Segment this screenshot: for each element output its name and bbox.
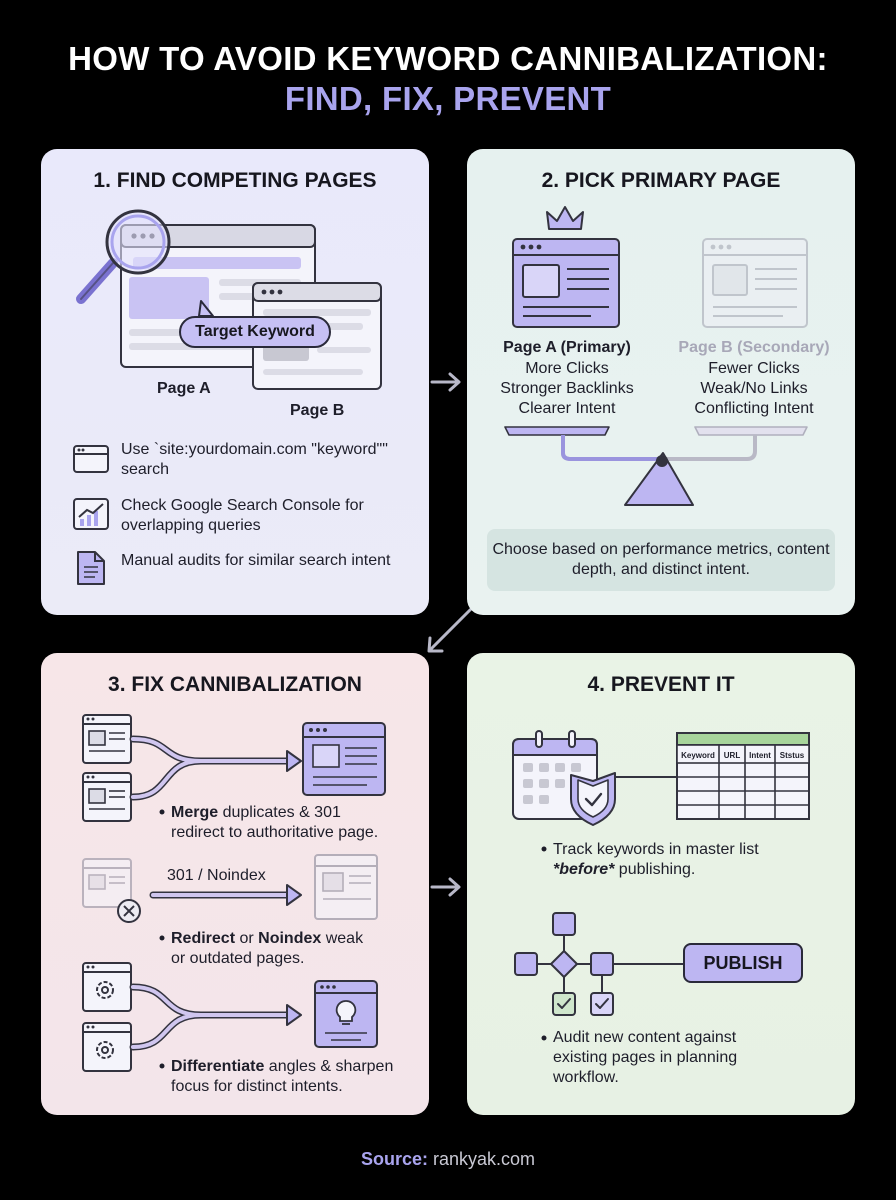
- target-keyword-bubble: Target Keyword: [179, 316, 331, 348]
- page-a-window-icon: [512, 238, 620, 328]
- redirect-connector: or: [235, 930, 259, 947]
- differentiate-step: Differentiate angles & sharpen focus for…: [171, 1057, 427, 1097]
- document-icon: [77, 551, 105, 585]
- audit-text: Audit new content against: [553, 1029, 737, 1046]
- main-title-line1: HOW TO AVOID KEYWORD CANNIBALIZATION:: [68, 40, 828, 77]
- secondary-trait: Conflicting Intent: [694, 400, 814, 417]
- competing-pages-illustration: [76, 209, 382, 390]
- differentiate-text: angles & sharpen: [264, 1058, 394, 1075]
- table-header-url: URL: [724, 751, 741, 760]
- differentiate-text-line2: focus for distinct intents.: [171, 1078, 343, 1095]
- duplicate-page-icon: [82, 714, 132, 764]
- chart-up-icon: [73, 498, 109, 530]
- merge-text-line2: redirect to authoritative page.: [171, 824, 379, 841]
- find-item-search-console: Check Google Search Console for overlapp…: [121, 497, 364, 534]
- redirect-text: weak: [321, 930, 364, 947]
- table-header-status: Ststus: [780, 751, 805, 760]
- merge-diagram: [82, 714, 386, 822]
- remove-icon: [117, 899, 141, 923]
- find-item-manual-audit: Manual audits for similar search intent: [121, 552, 391, 569]
- panel-fix-cannibalization: 3. FIX CANNIBALIZATION: [41, 653, 429, 1115]
- planning-workflow-diagram: [514, 912, 683, 1016]
- settings-page-icon: [82, 962, 132, 1012]
- primary-trait: Stronger Backlinks: [500, 380, 634, 397]
- differentiate-keyword: Differentiate: [171, 1058, 265, 1075]
- publish-button: PUBLISH: [683, 943, 803, 983]
- find-item-site-search: Use `site:yourdomain.com "keyword"" sear…: [121, 441, 388, 478]
- duplicate-page-icon: [82, 772, 132, 822]
- secondary-trait: Fewer Clicks: [708, 360, 800, 377]
- shield-check-icon: [570, 772, 616, 826]
- arrow-down-left-icon: [427, 608, 472, 653]
- merge-step: Merge duplicates & 301 redirect to autho…: [171, 803, 423, 843]
- source-value: rankyak.com: [427, 1149, 536, 1169]
- primary-page-illustration: [504, 206, 808, 506]
- crown-icon: [546, 206, 584, 230]
- page-a-label: Page A: [157, 380, 211, 397]
- table-header-intent: Intent: [749, 751, 771, 760]
- page-b-window-icon: [702, 238, 808, 328]
- redirect-step: Redirect or Noindex weak or outdated pag…: [171, 929, 423, 969]
- redirect-keyword: Redirect: [171, 930, 236, 947]
- settings-page-icon: [82, 1022, 132, 1072]
- panel-pick-primary-page: 2. PICK PRIMARY PAGE: [467, 149, 855, 615]
- primary-trait: More Clicks: [525, 360, 609, 377]
- secondary-trait: Weak/No Links: [700, 380, 808, 397]
- merge-text: duplicates & 301: [218, 804, 341, 821]
- audit-content-step: Audit new content against existing pages…: [553, 1028, 843, 1088]
- authoritative-page-icon: [302, 722, 386, 796]
- source-credit: Source: rankyak.com: [0, 1149, 896, 1170]
- magnifier-icon: [76, 209, 171, 304]
- noindex-keyword: Noindex: [258, 930, 322, 947]
- source-label: Source:: [360, 1149, 428, 1169]
- prevent-illustration: Keyword URL Intent Ststus: [512, 730, 810, 1041]
- lightbulb-page-icon: [314, 980, 378, 1048]
- selection-criteria-note: Choose based on performance metrics, con…: [487, 529, 835, 591]
- page-b-label: Page B: [290, 402, 345, 419]
- panel-title: 4. PREVENT IT: [587, 673, 735, 696]
- differentiate-diagram: [82, 962, 378, 1072]
- redirect-arrow-label: 301 / Noindex: [167, 867, 266, 884]
- panel-find-competing-pages: 1. FIND COMPETING PAGES: [41, 149, 429, 615]
- fix-methods-illustration: [82, 714, 386, 1072]
- primary-page-label: Page A (Primary): [503, 339, 631, 356]
- panel-title: 1. FIND COMPETING PAGES: [93, 169, 377, 192]
- track-emphasis: *before*: [553, 861, 615, 878]
- audit-text: workflow.: [553, 1069, 619, 1086]
- redirect-text-line2: or outdated pages.: [171, 950, 305, 967]
- secondary-page-label: Page B (Secondary): [678, 339, 830, 356]
- panel-prevent-it: 4. PREVENT IT: [467, 653, 855, 1115]
- main-title-line2: FIND, FIX, PREVENT: [284, 80, 612, 117]
- check-box-icon: [552, 992, 576, 1016]
- merge-keyword: Merge: [171, 804, 219, 821]
- track-keywords-step: Track keywords in master list *before* p…: [553, 840, 843, 880]
- audit-text: existing pages in planning: [553, 1049, 738, 1066]
- balance-scale-icon: [504, 426, 808, 506]
- redirect-diagram: [82, 854, 378, 923]
- check-box-icon: [590, 992, 614, 1016]
- table-header-keyword: Keyword: [681, 751, 715, 760]
- primary-trait: Clearer Intent: [518, 400, 616, 417]
- weak-page-icon: [82, 858, 132, 908]
- panel-title: 2. PICK PRIMARY PAGE: [541, 169, 781, 192]
- browser-icon: [73, 445, 109, 473]
- panel-title: 3. FIX CANNIBALIZATION: [108, 673, 362, 696]
- track-text: Track keywords in master list: [553, 841, 759, 858]
- target-page-icon: [314, 854, 378, 920]
- track-text-line2: publishing.: [614, 861, 696, 878]
- keyword-master-list-table-icon: Keyword URL Intent Ststus: [676, 732, 810, 820]
- arrow-right-icon: [430, 877, 461, 897]
- arrow-right-icon: [430, 372, 461, 392]
